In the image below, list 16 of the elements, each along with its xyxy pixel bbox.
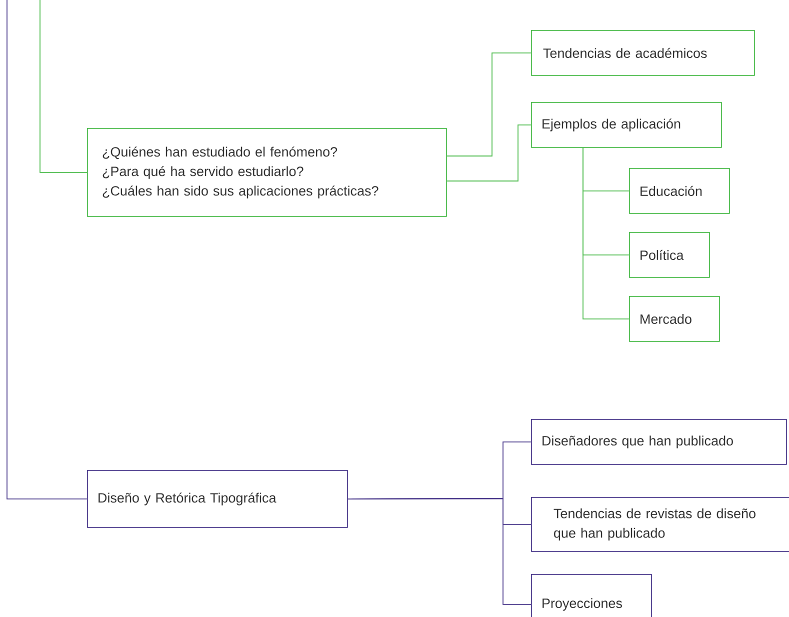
- connector-line: [446, 124, 532, 182]
- connector-line: [40, 0, 88, 173]
- text-box: Educación: [629, 168, 730, 214]
- connector-line: [347, 498, 532, 605]
- text-box: Proyecciones: [531, 574, 652, 617]
- text-box: Ejemplos de aplicación: [531, 102, 722, 148]
- text-box: Mercado: [629, 296, 720, 342]
- text-box: Tendencias de revistas de diseño que han publicado: [531, 497, 789, 552]
- text-box: Política: [629, 232, 710, 278]
- connector-line: [6, 0, 88, 500]
- text-box: Tendencias de académicos: [531, 30, 755, 76]
- text-box: Diseñadores que han publicado: [531, 419, 787, 465]
- text-box: ¿Quiénes han estudiado el fenómeno? ¿Para qué ha servido estudiarlo? ¿Cuáles han sido sus aplicaciones prácticas?: [87, 128, 447, 217]
- connector-line: [582, 147, 630, 320]
- connector-line: [446, 52, 532, 156]
- text-box: Diseño y Retórica Tipográfica: [87, 470, 348, 528]
